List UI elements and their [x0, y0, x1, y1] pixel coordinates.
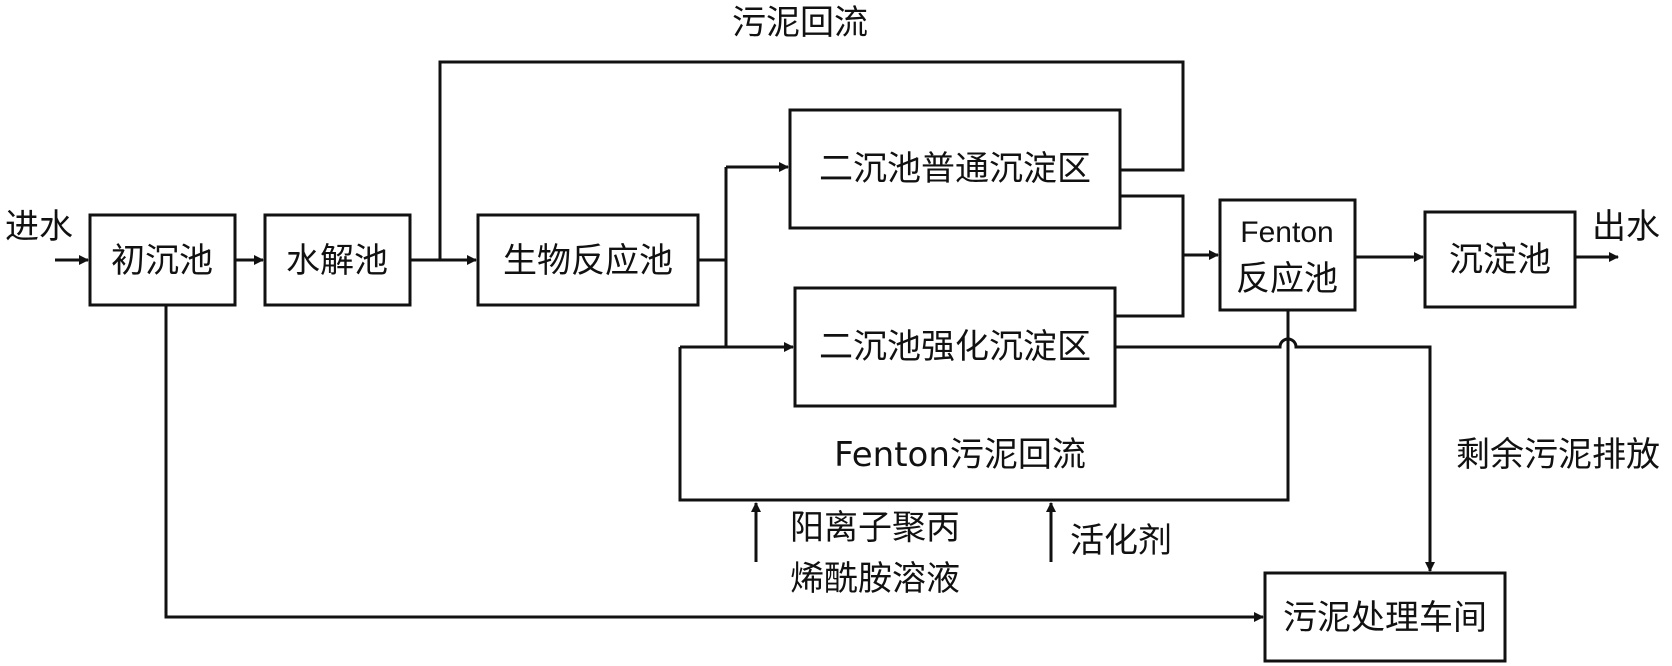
sedimentation-tank-label: 沉淀池: [1449, 240, 1551, 280]
fenton-sludge-return-label: Fenton污泥回流: [834, 435, 1086, 475]
sludge-workshop-label: 污泥处理车间: [1283, 598, 1487, 638]
fenton-reactor-box: [1218, 198, 1357, 312]
fenton-label-line2: 反应池: [1236, 259, 1338, 299]
activator-label: 活化剂: [1070, 521, 1172, 561]
sludge-return-line: [438, 60, 1185, 260]
primary-sludge-line: [164, 305, 1264, 622]
secondary-enhanced-box: [793, 286, 1117, 408]
fenton-label-line1: Fenton: [1240, 216, 1333, 249]
excess-sludge-label: 剩余污泥排放: [1456, 435, 1660, 475]
sedimentation-tank-box: [1423, 210, 1577, 309]
secondary-enhanced-outlet: [1115, 255, 1185, 318]
sludge-workshop-box: [1263, 571, 1507, 663]
pam-label-line1: 阳离子聚丙: [790, 508, 960, 548]
secondary-normal-label: 二沉池普通沉淀区: [819, 149, 1091, 189]
primary-clarifier-label: 初沉池: [111, 241, 213, 281]
excess-sludge-line: [1115, 337, 1435, 572]
hydrolysis-tank-box: [263, 213, 412, 307]
bioreactor-label: 生物反应池: [503, 241, 673, 281]
sludge-return-label: 污泥回流: [732, 3, 868, 43]
primary-clarifier-box: [88, 213, 237, 307]
secondary-normal-outlet: [1120, 194, 1185, 255]
fenton-sludge-return-line: [678, 310, 1290, 502]
hydrolysis-tank-label: 水解池: [286, 241, 388, 281]
secondary-enhanced-label: 二沉池强化沉淀区: [819, 327, 1091, 367]
pam-label-line2: 烯酰胺溶液: [790, 559, 960, 599]
bioreactor-box: [476, 213, 700, 307]
inflow-label: 进水: [5, 207, 73, 247]
outflow-label: 出水: [1592, 207, 1660, 247]
